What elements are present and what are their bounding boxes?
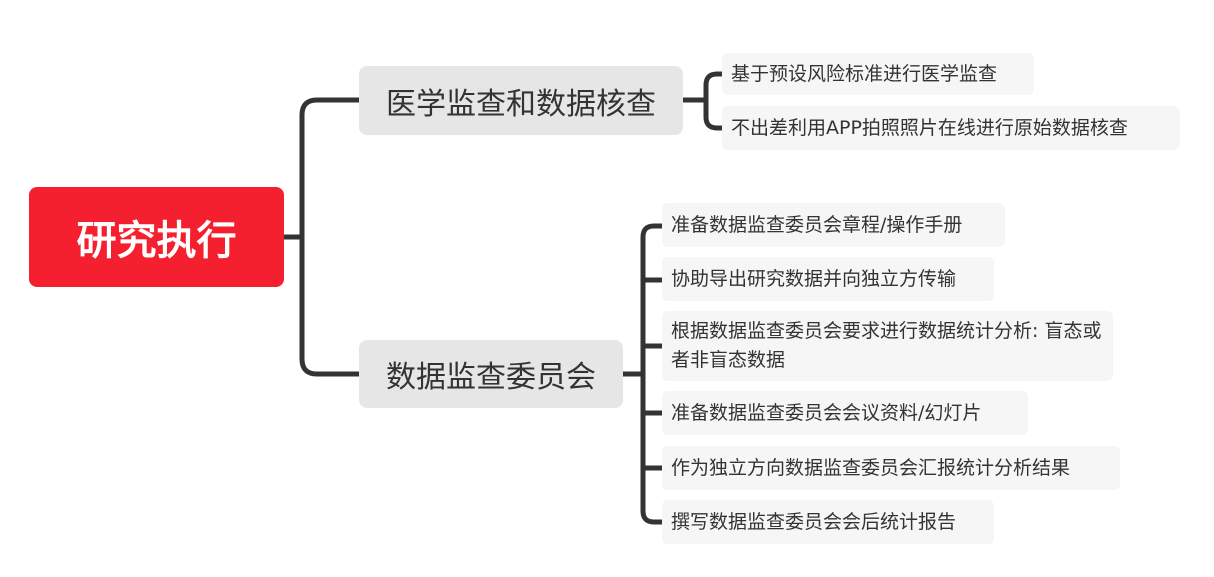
root-node[interactable]: 研究执行 <box>29 187 284 287</box>
leaf-dmc-6[interactable]: 撰写数据监查委员会会后统计报告 <box>662 500 994 544</box>
connector-root-branch-2 <box>299 234 362 377</box>
connector-leaf-1-1 <box>703 71 725 103</box>
connector-leaf-1-2 <box>703 97 725 131</box>
leaf-medical-monitoring-1[interactable]: 基于预设风险标准进行医学监查 <box>722 53 1034 95</box>
branch-medical-monitoring[interactable]: 医学监查和数据核查 <box>359 66 683 135</box>
leaf-dmc-4[interactable]: 准备数据监查委员会会议资料/幻灯片 <box>662 391 1028 435</box>
branch-data-monitoring-committee[interactable]: 数据监查委员会 <box>359 340 623 408</box>
leaf-dmc-1[interactable]: 准备数据监查委员会章程/操作手册 <box>662 203 1005 247</box>
leaf-medical-monitoring-2[interactable]: 不出差利用APP拍照照片在线进行原始数据核查 <box>722 106 1180 150</box>
leaf-dmc-5[interactable]: 作为独立方向数据监查委员会汇报统计分析结果 <box>662 446 1120 490</box>
connector-leaf-2-1 <box>640 223 665 377</box>
connector-root-branch-1 <box>281 97 362 240</box>
leaf-dmc-3[interactable]: 根据数据监查委员会要求进行数据统计分析: 盲态或者非盲态数据 <box>662 311 1113 381</box>
connector-leaf-2-6 <box>640 371 665 525</box>
leaf-dmc-2[interactable]: 协助导出研究数据并向独立方传输 <box>662 257 994 301</box>
